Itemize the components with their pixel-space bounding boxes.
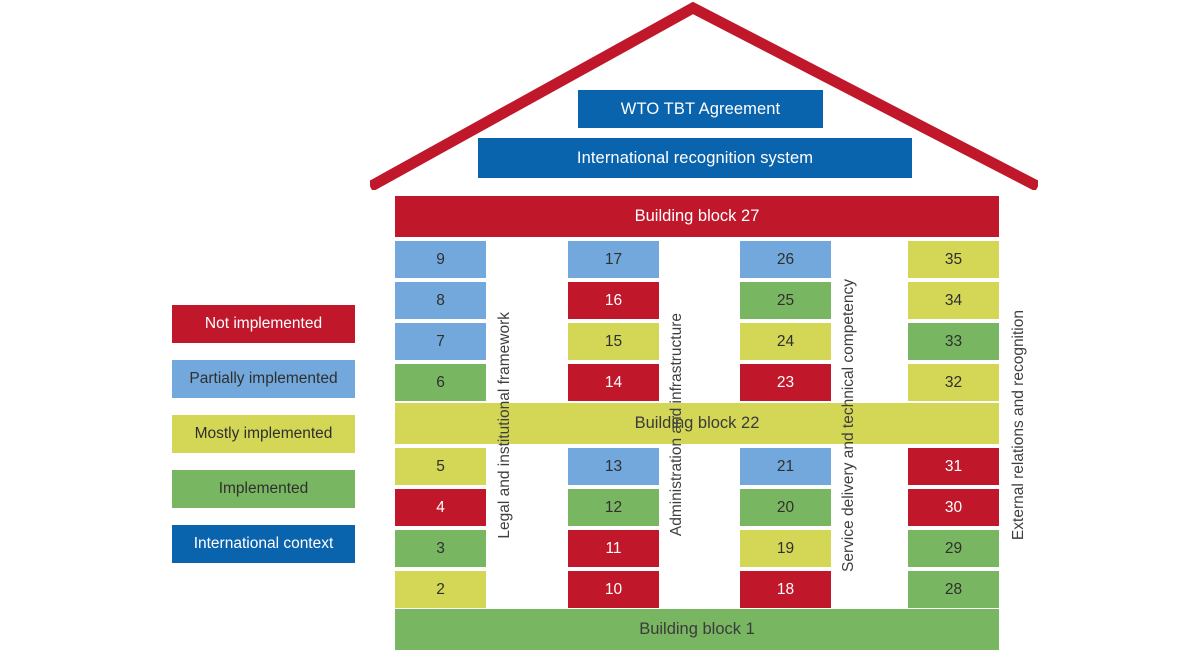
building-block-24[interactable]: 24 — [740, 323, 831, 360]
building-block-3[interactable]: 3 — [395, 530, 486, 567]
building-block-4[interactable]: 4 — [395, 489, 486, 526]
column-2-upper: 17 16 15 14 — [568, 241, 659, 401]
column-4-lower: 31 30 29 28 — [908, 448, 999, 608]
building-block-2[interactable]: 2 — [395, 571, 486, 608]
legend-item-partially[interactable]: Partially implemented — [172, 360, 355, 398]
building-block-8[interactable]: 8 — [395, 282, 486, 319]
band-building-block-27[interactable]: Building block 27 — [395, 196, 999, 237]
legend-item-not[interactable]: Not implemented — [172, 305, 355, 343]
building-block-7[interactable]: 7 — [395, 323, 486, 360]
legend-item-label: International context — [193, 535, 334, 552]
legend-item-label: Partially implemented — [189, 370, 338, 387]
legend-item-implemented[interactable]: Implemented — [172, 470, 355, 508]
building-block-31[interactable]: 31 — [908, 448, 999, 485]
pillar-label-service-delivery-and-technical-competency: Service delivery and technical competenc… — [836, 240, 862, 610]
banner-wto-label: WTO TBT Agreement — [620, 99, 781, 118]
building-block-15[interactable]: 15 — [568, 323, 659, 360]
building-block-28[interactable]: 28 — [908, 571, 999, 608]
building-block-14[interactable]: 14 — [568, 364, 659, 401]
building-block-23[interactable]: 23 — [740, 364, 831, 401]
building-block-32[interactable]: 32 — [908, 364, 999, 401]
pillar-label-external-relations-and-recognition: External relations and recognition — [1006, 240, 1032, 610]
pillar-3-text: Service delivery and technical competenc… — [840, 278, 857, 572]
building-block-30[interactable]: 30 — [908, 489, 999, 526]
pillar-label-legal-and-institutional-framework: Legal and institutional framework — [492, 240, 518, 610]
building-block-35[interactable]: 35 — [908, 241, 999, 278]
building-block-5[interactable]: 5 — [395, 448, 486, 485]
building-block-26[interactable]: 26 — [740, 241, 831, 278]
band-building-block-22[interactable]: Building block 22 — [395, 403, 999, 444]
column-4-upper: 35 34 33 32 — [908, 241, 999, 401]
band-building-block-1[interactable]: Building block 1 — [395, 609, 999, 650]
banner-wto-tbt-agreement[interactable]: WTO TBT Agreement — [578, 90, 823, 128]
column-3-upper: 26 25 24 23 — [740, 241, 831, 401]
building-block-12[interactable]: 12 — [568, 489, 659, 526]
legend-item-label: Mostly implemented — [194, 425, 333, 442]
building-block-25[interactable]: 25 — [740, 282, 831, 319]
building-block-6[interactable]: 6 — [395, 364, 486, 401]
building-block-13[interactable]: 13 — [568, 448, 659, 485]
pillar-label-administration-and-infrastructure: Administration and infrastructure — [664, 240, 690, 610]
building-block-29[interactable]: 29 — [908, 530, 999, 567]
building-block-9[interactable]: 9 — [395, 241, 486, 278]
building-block-19[interactable]: 19 — [740, 530, 831, 567]
band-27-label: Building block 27 — [634, 207, 760, 225]
pillar-1-text: Legal and institutional framework — [496, 311, 513, 539]
column-1-lower: 5 4 3 2 — [395, 448, 486, 608]
column-2-lower: 13 12 11 10 — [568, 448, 659, 608]
roof-line — [370, 1, 1038, 190]
pillar-4-text: External relations and recognition — [1010, 309, 1027, 541]
column-1-upper: 9 8 7 6 — [395, 241, 486, 401]
band-22-label: Building block 22 — [634, 414, 760, 432]
pillar-2-text: Administration and infrastructure — [668, 313, 685, 537]
building-block-20[interactable]: 20 — [740, 489, 831, 526]
banner-international-label: International recognition system — [576, 148, 814, 167]
roof-chevron — [370, 0, 1038, 190]
building-block-11[interactable]: 11 — [568, 530, 659, 567]
legend-item-international[interactable]: International context — [172, 525, 355, 563]
building-block-33[interactable]: 33 — [908, 323, 999, 360]
building-block-21[interactable]: 21 — [740, 448, 831, 485]
building-block-16[interactable]: 16 — [568, 282, 659, 319]
building-block-34[interactable]: 34 — [908, 282, 999, 319]
column-3-lower: 21 20 19 18 — [740, 448, 831, 608]
legend-item-label: Implemented — [218, 480, 309, 497]
building-block-10[interactable]: 10 — [568, 571, 659, 608]
band-1-label: Building block 1 — [639, 620, 755, 638]
building-block-17[interactable]: 17 — [568, 241, 659, 278]
banner-international-recognition-system[interactable]: International recognition system — [478, 138, 912, 178]
legend-item-mostly[interactable]: Mostly implemented — [172, 415, 355, 453]
building-block-18[interactable]: 18 — [740, 571, 831, 608]
legend-item-label: Not implemented — [204, 315, 323, 332]
